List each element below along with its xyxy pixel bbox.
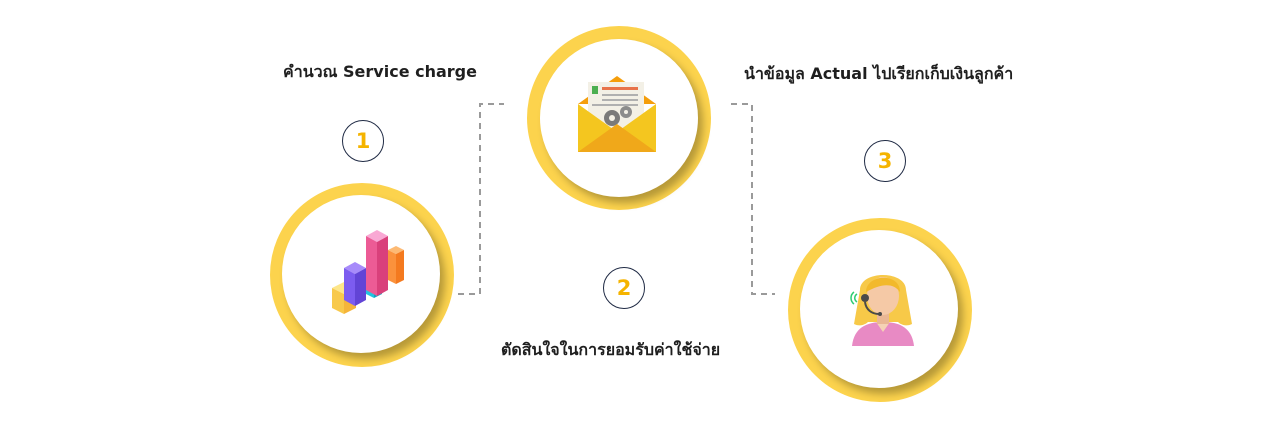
step-3-label: นำข้อมูล Actual ไปเรียกเก็บเงินลูกค้า [744,64,1014,83]
connector-2-3 [731,103,775,295]
bar-chart-icon [332,230,404,314]
step-3-number: 3 [864,140,906,182]
step-2-number: 2 [603,267,645,309]
step-1-label: คำนวณ Service charge [283,62,477,81]
connector-1-2 [458,103,504,295]
customer-service-agent-icon [850,275,914,346]
step-1-number: 1 [342,120,384,162]
envelope-document-icon [578,76,656,152]
step-2-label: ตัดสินใจในการยอมรับค่าใช้จ่าย [501,340,721,359]
